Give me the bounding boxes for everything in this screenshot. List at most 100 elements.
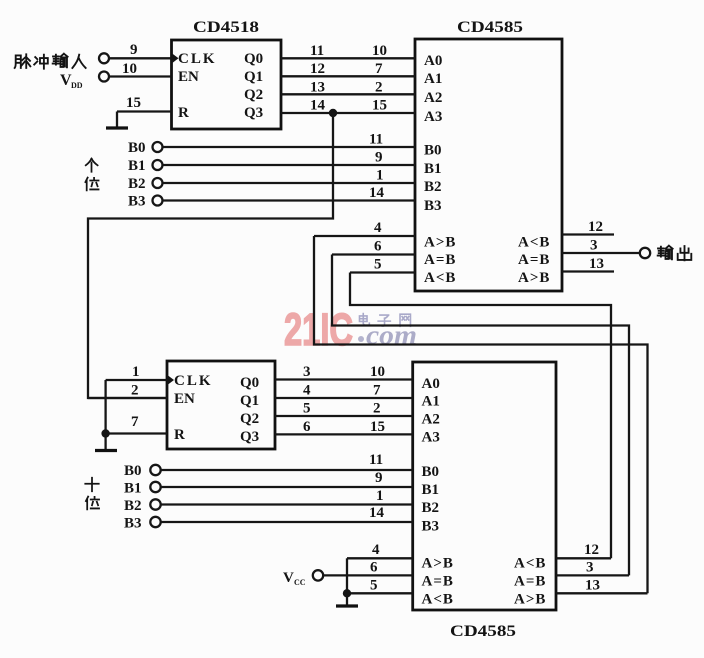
svg-text:4: 4	[374, 220, 382, 236]
svg-text:14: 14	[310, 98, 326, 114]
svg-text:A<B: A<B	[514, 556, 546, 572]
svg-text:9: 9	[375, 150, 383, 166]
svg-text:B1: B1	[128, 158, 146, 174]
svg-text:7: 7	[373, 383, 381, 399]
svg-text:Q2: Q2	[240, 411, 259, 427]
svg-text:B3: B3	[128, 194, 146, 210]
svg-text:R: R	[178, 105, 189, 121]
svg-text:13: 13	[585, 578, 600, 594]
svg-text:CD4585: CD4585	[457, 19, 523, 36]
svg-text:10: 10	[122, 61, 137, 77]
svg-text:B3: B3	[422, 519, 440, 535]
svg-text:A0: A0	[422, 376, 440, 392]
svg-text:3: 3	[586, 560, 594, 576]
svg-text:7: 7	[375, 61, 383, 77]
svg-text:10: 10	[370, 364, 385, 380]
svg-text:CC: CC	[294, 578, 306, 587]
svg-text:A0: A0	[424, 53, 442, 69]
svg-text:Q1: Q1	[240, 393, 259, 409]
svg-text:CD4518: CD4518	[193, 19, 259, 36]
svg-text:15: 15	[126, 95, 141, 111]
svg-text:11: 11	[369, 452, 383, 468]
svg-text:B1: B1	[422, 482, 440, 498]
svg-text:4: 4	[372, 542, 380, 558]
svg-text:3: 3	[303, 364, 311, 380]
svg-text:A>B: A>B	[514, 592, 546, 608]
svg-text:1: 1	[132, 364, 140, 380]
svg-text:15: 15	[370, 419, 385, 435]
svg-text:Q2: Q2	[244, 87, 263, 103]
svg-text:12: 12	[584, 542, 599, 558]
svg-text:5: 5	[303, 401, 311, 417]
svg-text:14: 14	[369, 505, 385, 521]
svg-text:9: 9	[130, 42, 138, 58]
svg-text:1: 1	[376, 168, 384, 184]
svg-text:14: 14	[369, 185, 385, 201]
svg-text:A=B: A=B	[514, 574, 546, 590]
svg-text:2: 2	[131, 383, 139, 399]
svg-text:B0: B0	[422, 464, 440, 480]
svg-text:A3: A3	[422, 430, 440, 446]
svg-text:EN: EN	[178, 69, 199, 85]
svg-text:3: 3	[590, 238, 598, 254]
svg-text:A2: A2	[424, 90, 442, 106]
svg-text:A>B: A>B	[518, 270, 550, 286]
svg-text:A>B: A>B	[422, 556, 454, 572]
svg-text:B0: B0	[124, 463, 142, 479]
svg-text:EN: EN	[174, 391, 195, 407]
svg-text:6: 6	[303, 419, 311, 435]
svg-text:B0: B0	[128, 140, 146, 156]
svg-text:5: 5	[370, 578, 378, 594]
svg-text:15: 15	[372, 98, 387, 114]
svg-text:7: 7	[131, 414, 139, 430]
svg-text:2: 2	[373, 401, 381, 417]
svg-text:21IC: 21IC	[284, 304, 353, 355]
svg-text:A>B: A>B	[424, 235, 456, 251]
svg-text:A3: A3	[424, 109, 442, 125]
svg-text:A=B: A=B	[518, 252, 550, 268]
svg-text:A<B: A<B	[518, 235, 550, 251]
svg-text:Q1: Q1	[244, 69, 263, 85]
svg-text:B2: B2	[422, 500, 440, 516]
svg-text:V: V	[283, 570, 294, 586]
svg-text:B2: B2	[124, 498, 142, 514]
svg-text:DD: DD	[71, 81, 83, 90]
svg-text:A=B: A=B	[422, 574, 454, 590]
svg-text:A=B: A=B	[424, 252, 456, 268]
svg-text:6: 6	[370, 560, 378, 576]
svg-text:11: 11	[369, 132, 383, 148]
svg-text:Q0: Q0	[244, 51, 263, 67]
svg-text:R: R	[174, 427, 185, 443]
svg-text:B3: B3	[124, 516, 142, 532]
svg-text:B2: B2	[424, 179, 442, 195]
svg-text:A<B: A<B	[424, 270, 456, 286]
svg-text:V: V	[60, 72, 72, 89]
svg-text:CD4585: CD4585	[450, 623, 516, 640]
svg-text:Q3: Q3	[240, 429, 259, 445]
svg-text:B1: B1	[424, 161, 442, 177]
svg-text:A1: A1	[422, 394, 440, 410]
svg-text:9: 9	[375, 470, 383, 486]
svg-text:4: 4	[303, 383, 311, 399]
svg-text:A2: A2	[422, 412, 440, 428]
svg-text:B0: B0	[424, 143, 442, 159]
svg-text:A1: A1	[424, 71, 442, 87]
svg-text:11: 11	[310, 43, 324, 59]
svg-text:CLK: CLK	[178, 51, 217, 67]
svg-text:A<B: A<B	[422, 592, 454, 608]
svg-text:1: 1	[376, 488, 384, 504]
svg-text:13: 13	[310, 80, 325, 96]
svg-text:B3: B3	[424, 198, 442, 214]
svg-text:12: 12	[310, 61, 325, 77]
svg-text:Q3: Q3	[244, 105, 263, 121]
svg-text:Q0: Q0	[240, 375, 259, 391]
svg-text:B2: B2	[128, 176, 146, 192]
svg-text:10: 10	[372, 43, 387, 59]
svg-text:2: 2	[375, 80, 383, 96]
svg-text:12: 12	[588, 219, 603, 235]
svg-text:6: 6	[374, 239, 382, 255]
svg-text:13: 13	[589, 256, 604, 272]
svg-text:B1: B1	[124, 481, 142, 497]
svg-text:CLK: CLK	[174, 373, 213, 389]
svg-text:5: 5	[374, 257, 382, 273]
